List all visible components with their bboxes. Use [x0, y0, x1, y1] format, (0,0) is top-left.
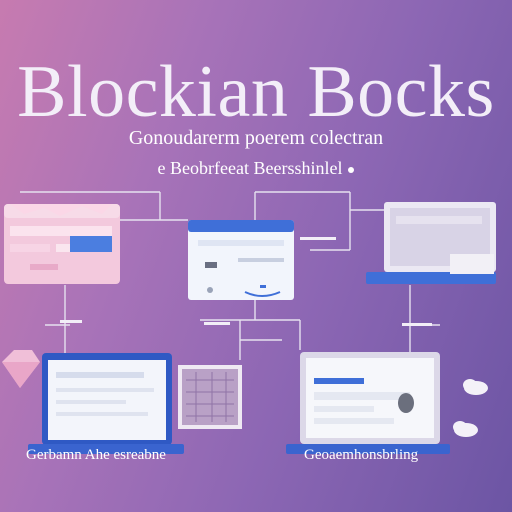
caption-right: Geoaemhonsbrling	[304, 447, 419, 463]
main-title: Blockian Bocks	[17, 51, 495, 133]
center-browser-window	[188, 220, 294, 300]
laptop-bottom-right	[286, 352, 450, 454]
bullet-dot	[348, 166, 355, 173]
subtitle-line-1: Gonoudarerm poerem colectran	[128, 127, 384, 149]
laptop-top-right	[366, 202, 496, 284]
subtitle-line-2-text: e Beobrfeeat Beersshinlel	[157, 158, 343, 178]
framed-image	[178, 365, 242, 429]
pink-browser-window	[4, 204, 120, 284]
caption-left: Gerbamn Ahe esreabne	[26, 447, 166, 463]
cloud-icon	[453, 421, 478, 437]
gem-icon	[2, 350, 40, 388]
decorative-dashes	[60, 237, 432, 326]
cloud-icon	[463, 379, 488, 395]
connector-lines	[20, 191, 440, 360]
laptop-bottom-left	[28, 353, 184, 454]
subtitle-line-2: e Beobrfeeat Beersshinlel	[0, 156, 512, 180]
